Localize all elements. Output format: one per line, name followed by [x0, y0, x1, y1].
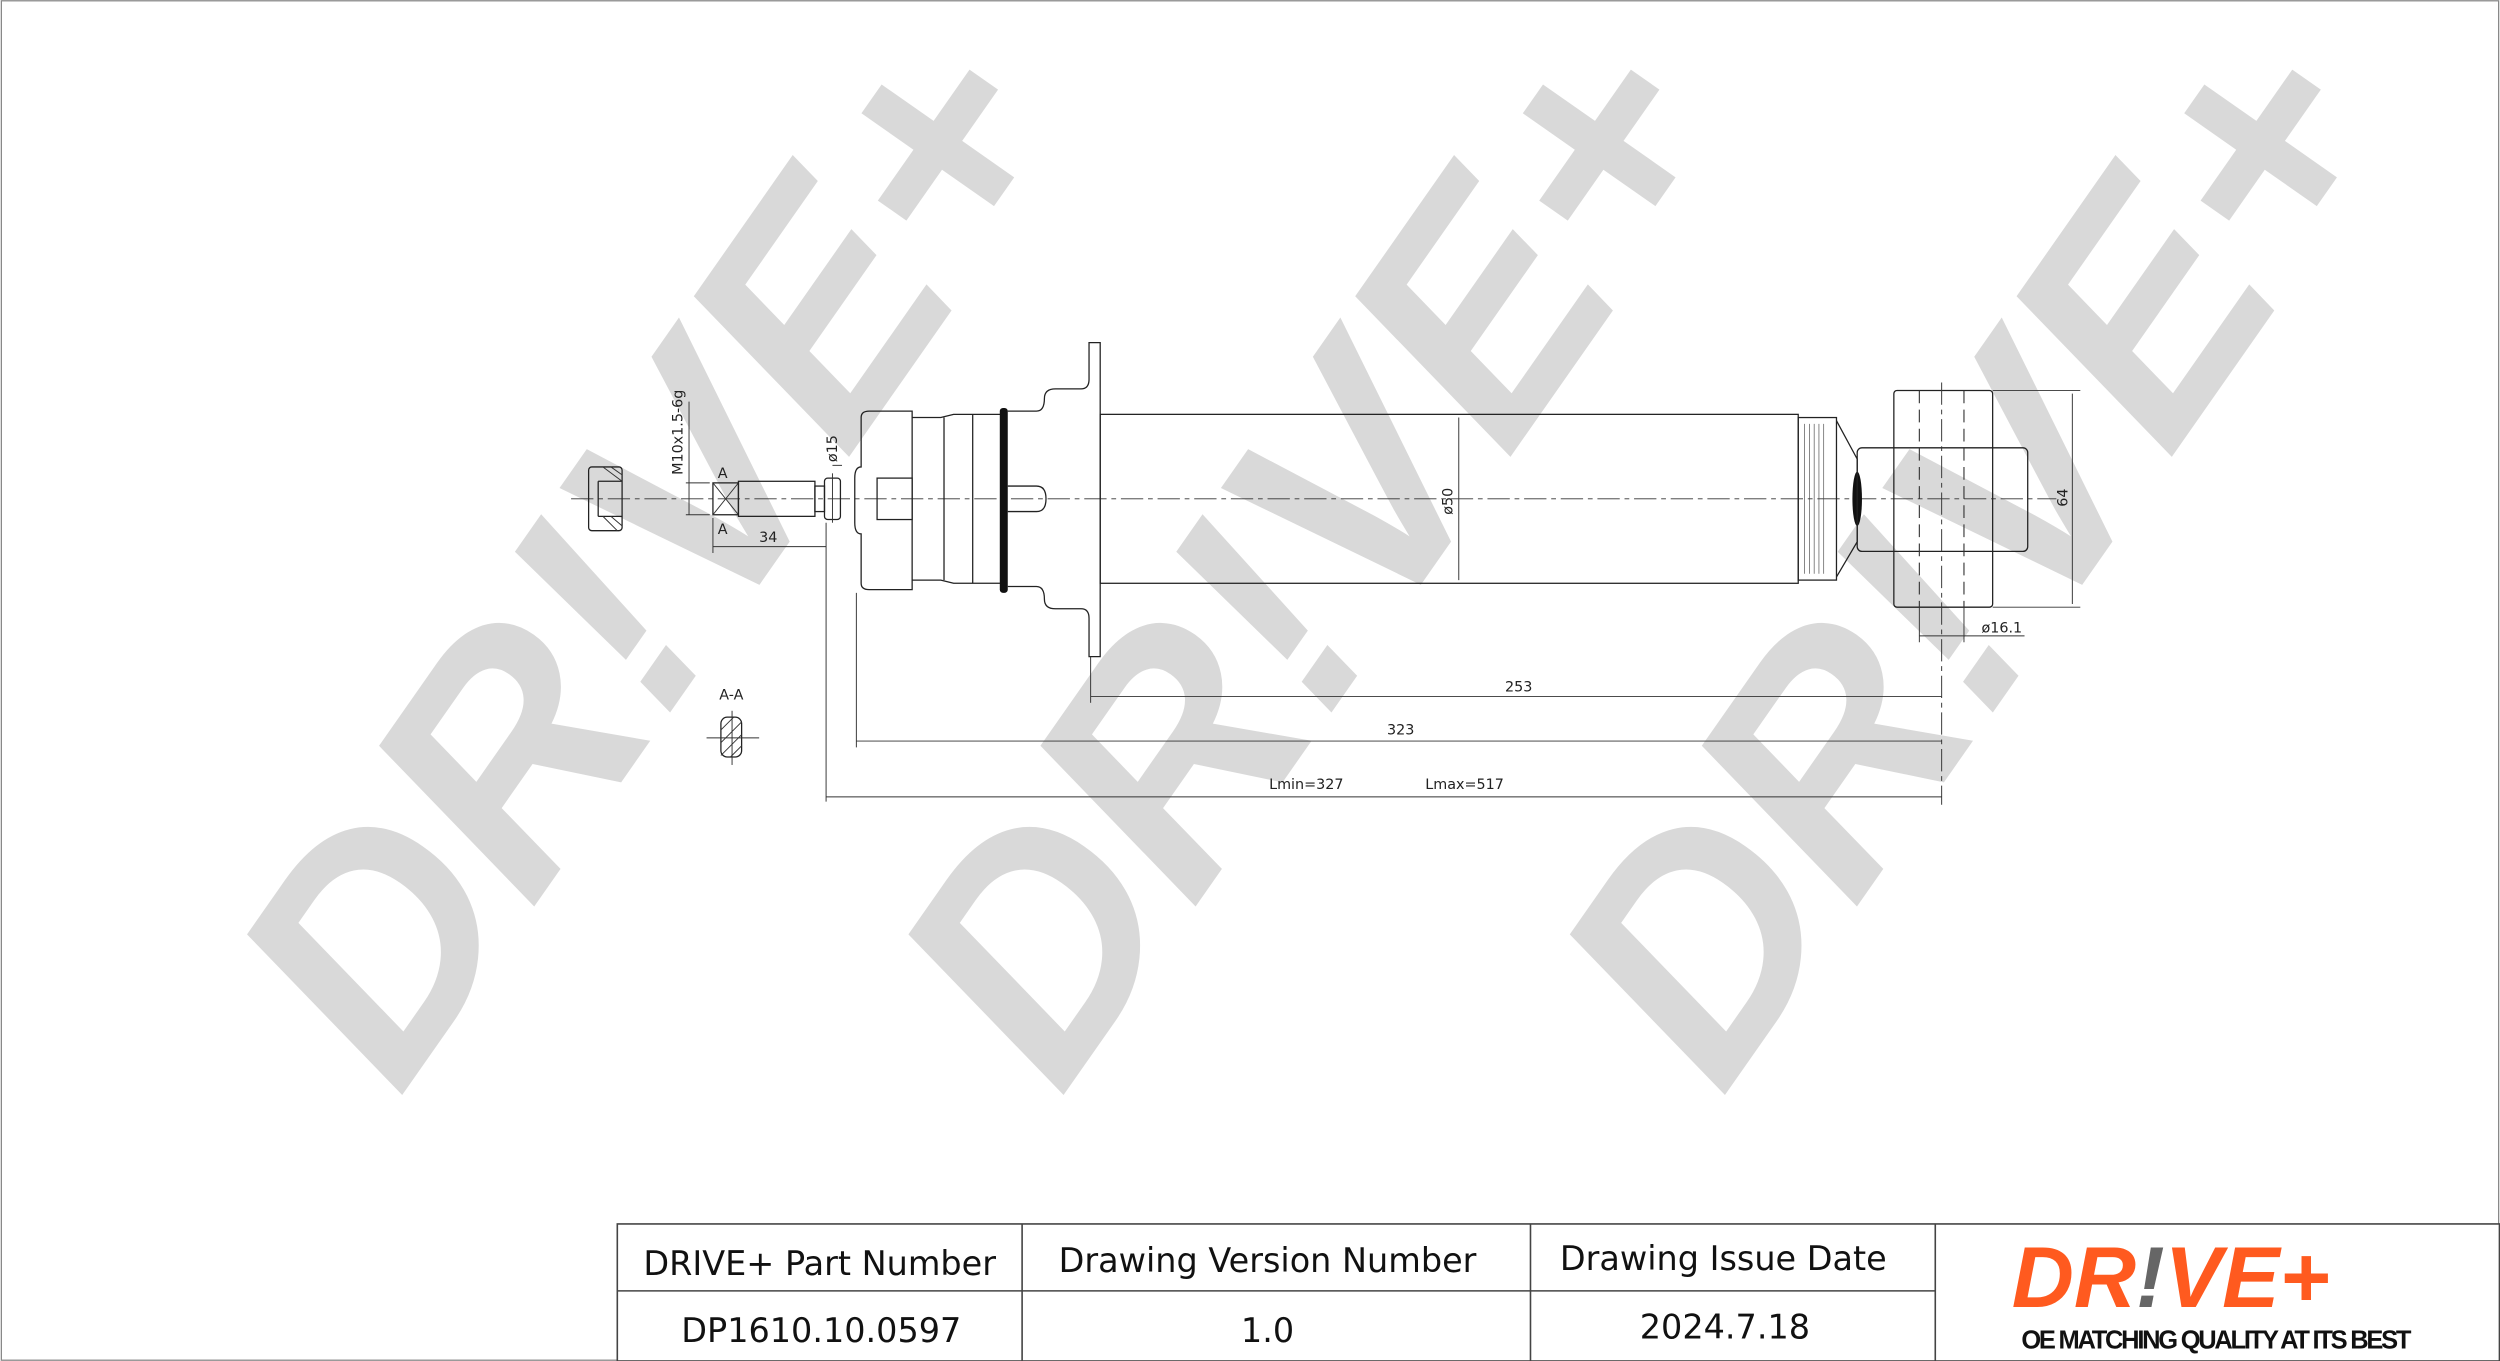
lower-eye	[1856, 382, 2029, 805]
thread-label: M10x1.5-6g	[671, 390, 687, 475]
body-length-label: 253	[1505, 680, 1532, 696]
version-value: 1.0	[1241, 1311, 1294, 1350]
seal-ring	[999, 407, 1008, 593]
svg-text:DR!VE+: DR!VE+	[2012, 1230, 2330, 1326]
header-part-number: DRIVE+ Part Number	[643, 1244, 996, 1283]
header-version: Drawing Version Number	[1059, 1241, 1477, 1280]
section-view-label: A-A	[719, 688, 743, 704]
brand-logo: DR!VE+ OE MATCHING QUALITY AT ITS BEST	[2012, 1230, 2413, 1354]
rod-diameter-label: ø15	[825, 435, 841, 462]
part-number-value: DP1610.10.0597	[681, 1311, 961, 1350]
rod-diameter-dim: ø15	[825, 435, 843, 523]
eye-width-label: 64	[2056, 489, 2072, 507]
nut	[587, 466, 623, 532]
section-mark-top: A	[718, 466, 728, 482]
length-323-label: 323	[1387, 723, 1414, 739]
stud-length-label: 34	[759, 530, 777, 546]
threaded-stud: A A M10x1.5-6g	[671, 390, 842, 538]
section-mark-bottom: A	[718, 522, 728, 538]
lmin-label: Lmin=327	[1269, 777, 1343, 793]
lmax-label: Lmax=517	[1425, 777, 1504, 793]
section-view: A-A	[706, 688, 760, 765]
title-block: DRIVE+ Part Number Drawing Version Numbe…	[616, 1223, 2500, 1361]
body-diameter-label: ø50	[1440, 488, 1456, 515]
brand-tagline: OE MATCHING QUALITY AT ITS BEST	[2021, 1326, 2412, 1354]
bushing-bore-label: ø16.1	[1981, 621, 2022, 637]
issue-date-value: 2024.7.18	[1640, 1308, 1810, 1347]
top-mount	[854, 342, 1101, 658]
header-issue-date: Drawing Issue Date	[1560, 1239, 1887, 1278]
